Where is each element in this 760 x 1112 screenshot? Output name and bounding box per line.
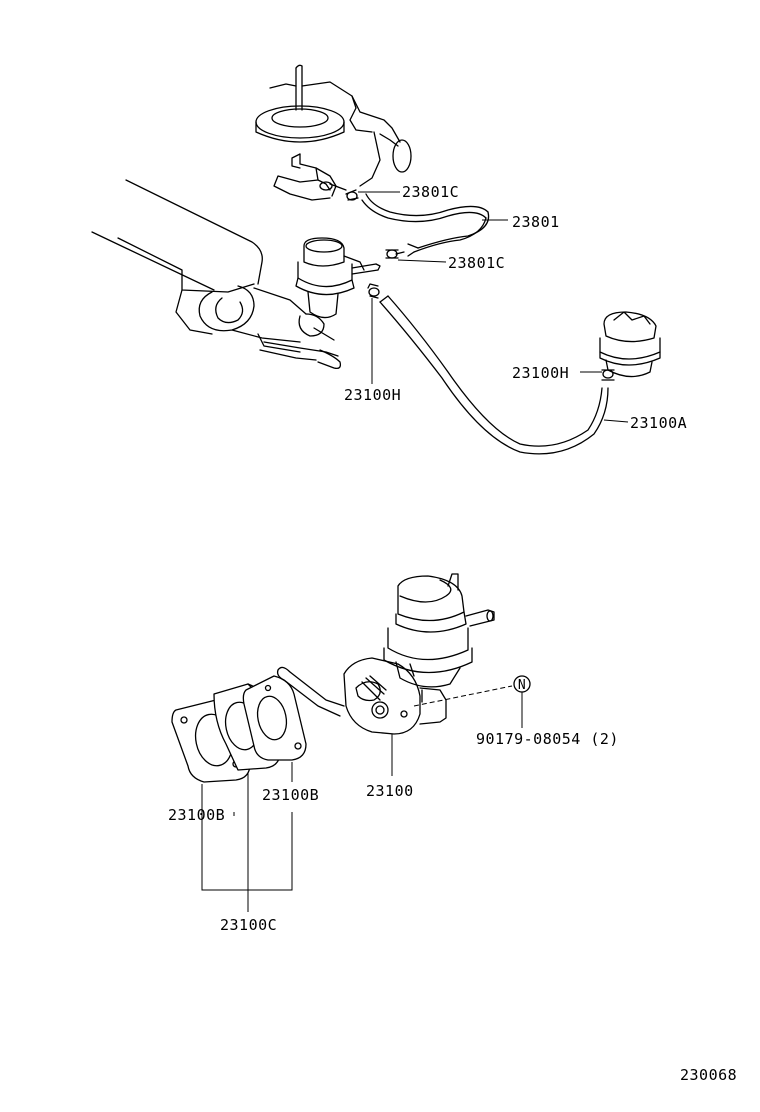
label-23100h-left: 23100H — [344, 386, 401, 404]
n-marker-letter: N — [518, 678, 526, 693]
label-23100c: 23100C — [220, 916, 277, 934]
gasket-23100b-rear — [242, 675, 307, 761]
label-23801c-bottom: 23801C — [448, 254, 505, 272]
label-23100a: 23100A — [630, 414, 687, 432]
upper-valve-right — [599, 311, 661, 378]
hose-23801 — [361, 193, 490, 257]
clamp-23100h-left — [367, 283, 380, 299]
hose-23100a — [379, 295, 609, 455]
label-23801c-top: 23801C — [402, 183, 459, 201]
figure-number: 230068 — [680, 1066, 737, 1084]
label-23100: 23100 — [366, 782, 414, 800]
label-23100b-left: 23100B — [168, 806, 225, 824]
n-marker: N — [513, 675, 531, 693]
clamp-23801c-top — [345, 189, 359, 201]
label-23100h-right: 23100H — [512, 364, 569, 382]
label-23100b-right: 23100B — [262, 786, 319, 804]
upper-valve-left — [295, 237, 381, 319]
carburetor-top — [255, 64, 412, 201]
fuel-pump-23100 — [276, 573, 495, 735]
label-23801: 23801 — [512, 213, 560, 231]
leaders-lower — [201, 685, 523, 912]
label-90179-08054: 90179-08054 (2) — [476, 730, 619, 748]
intake-manifold — [91, 179, 342, 370]
leaders-upper — [358, 191, 629, 423]
clamp-23801c-bottom — [385, 249, 405, 259]
